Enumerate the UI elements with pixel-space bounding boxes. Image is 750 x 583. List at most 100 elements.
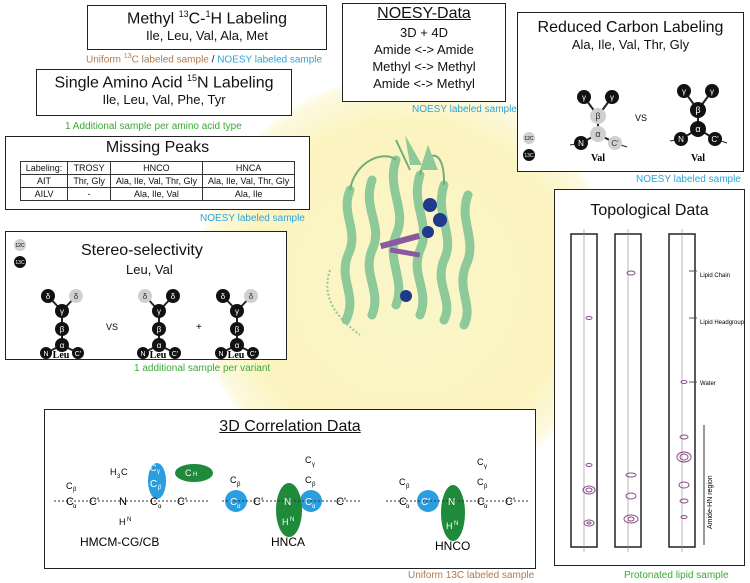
svg-text:γ: γ bbox=[582, 93, 586, 102]
single-aa-caption: 1 Additional sample per amino acid type bbox=[65, 121, 242, 132]
svg-text:C: C bbox=[185, 468, 192, 478]
missing-peaks-box: Missing Peaks Labeling: TROSY HNCO HNCA … bbox=[5, 136, 310, 210]
svg-text:Leu: Leu bbox=[228, 350, 245, 361]
svg-text:α: α bbox=[157, 341, 162, 350]
svg-text:C': C' bbox=[253, 496, 263, 508]
svg-text:C: C bbox=[305, 475, 312, 485]
stereo-title: Stereo-selectivity bbox=[81, 242, 203, 259]
single-aa-labeling-box: Single Amino Acid 15N Labeling Ile, Leu,… bbox=[36, 69, 292, 116]
svg-text:C: C bbox=[150, 496, 158, 508]
svg-text:N: N bbox=[578, 139, 584, 148]
svg-text:α: α bbox=[158, 504, 162, 510]
svg-text:C': C' bbox=[172, 351, 178, 358]
methyl-residues: Ile, Leu, Val, Ala, Met bbox=[146, 28, 268, 44]
stereo-residues: Leu, Val bbox=[126, 262, 173, 277]
svg-text:N: N bbox=[290, 517, 294, 523]
svg-text:C: C bbox=[305, 497, 312, 508]
correlation-title: 3D Correlation Data bbox=[219, 418, 361, 435]
svg-text:12C: 12C bbox=[524, 136, 534, 142]
svg-text:C': C' bbox=[75, 351, 81, 358]
svg-text:β: β bbox=[158, 485, 162, 491]
svg-text:VS: VS bbox=[106, 322, 118, 332]
svg-text:C': C' bbox=[89, 496, 99, 508]
svg-text:C: C bbox=[150, 463, 157, 473]
methyl-labeling-box: Methyl 13C-1H Labeling Ile, Leu, Val, Al… bbox=[87, 5, 327, 50]
svg-text:γ: γ bbox=[682, 87, 686, 96]
correlation-caption: Uniform 13C labeled sample bbox=[408, 570, 535, 581]
svg-text:12C: 12C bbox=[15, 243, 25, 249]
reduced-carbon-structures: γ γ β α N C' Val VS γ γ β α N C' Val bbox=[523, 84, 728, 164]
svg-text:γ: γ bbox=[484, 464, 487, 470]
svg-text:C: C bbox=[477, 496, 485, 508]
svg-text:HNCO: HNCO bbox=[435, 539, 470, 553]
reduced-carbon-box: Reduced Carbon Labeling Ala, Ile, Val, T… bbox=[517, 12, 744, 172]
methyl-title: Methyl 13C-1H Labeling bbox=[127, 9, 287, 28]
svg-text:C: C bbox=[66, 496, 74, 508]
svg-text:γ: γ bbox=[157, 469, 160, 475]
svg-text:N: N bbox=[284, 497, 291, 508]
val-structure-left: γ γ β α N C' Val bbox=[569, 90, 628, 164]
svg-text:γ: γ bbox=[235, 307, 239, 316]
val-structure-right: γ γ β α N C' Val bbox=[669, 84, 728, 164]
svg-text:N: N bbox=[119, 496, 127, 508]
svg-text:C: C bbox=[477, 477, 484, 487]
svg-text:β: β bbox=[695, 105, 700, 115]
svg-text:C: C bbox=[399, 496, 407, 508]
protein-structure-image bbox=[326, 135, 475, 336]
svg-text:C: C bbox=[66, 481, 73, 491]
svg-text:γ: γ bbox=[312, 462, 315, 468]
legend-12c-dot bbox=[523, 132, 535, 144]
missing-peaks-title: Missing Peaks bbox=[105, 139, 210, 156]
label-amide-region: Amide-HN region bbox=[707, 475, 714, 529]
svg-text:H: H bbox=[193, 472, 197, 478]
stereo-structures: 12C 13C δ δ γ β α N C' VS δ bbox=[14, 239, 259, 359]
svg-text:δ: δ bbox=[143, 292, 148, 301]
stereo-residue-labels bbox=[0, 0, 1, 1]
stereo-caption: 1 additional sample per variant bbox=[134, 363, 271, 374]
svg-text:Val: Val bbox=[591, 153, 605, 164]
noesy-caption: NOESY labeled sample bbox=[412, 104, 517, 115]
reduced-caption: NOESY labeled sample bbox=[636, 174, 741, 185]
reduced-title: Reduced Carbon Labeling bbox=[537, 19, 724, 36]
svg-text:C': C' bbox=[505, 496, 515, 508]
svg-text:δ: δ bbox=[249, 292, 254, 301]
leu-structure-2: δ δ γ β α N C' bbox=[137, 289, 181, 359]
label-lipid-headgroup: Lipid Headgroup bbox=[700, 320, 745, 326]
svg-text:Leu: Leu bbox=[150, 350, 167, 361]
noesy-data-box: NOESY-Data 3D + 4D Amide <-> Amide Methy… bbox=[342, 3, 506, 102]
svg-text:N: N bbox=[678, 135, 684, 144]
svg-text:C: C bbox=[230, 497, 237, 508]
svg-text:N: N bbox=[448, 497, 455, 508]
svg-text:β: β bbox=[312, 482, 316, 488]
leu-structure-1: δ δ γ β α N C' bbox=[40, 289, 84, 359]
svg-text:H: H bbox=[446, 521, 453, 531]
topological-title: Topological Data bbox=[590, 202, 709, 219]
svg-text:C: C bbox=[305, 455, 312, 465]
noesy-line-2: Methyl <-> Methyl bbox=[372, 59, 476, 74]
table-header-row: Labeling: TROSY HNCO HNCA bbox=[19, 161, 296, 175]
svg-text:δ: δ bbox=[46, 292, 51, 301]
svg-text:α: α bbox=[73, 504, 77, 510]
svg-text:γ: γ bbox=[610, 93, 614, 102]
svg-text:γ: γ bbox=[60, 307, 64, 316]
svg-text:α: α bbox=[235, 341, 240, 350]
nmr-peaks bbox=[582, 270, 692, 527]
svg-text:α: α bbox=[406, 504, 410, 510]
svg-text:C: C bbox=[121, 467, 128, 477]
svg-text:γ: γ bbox=[710, 87, 714, 96]
svg-text:13C: 13C bbox=[524, 153, 534, 159]
reduced-residues: Ala, Ile, Val, Thr, Gly bbox=[571, 37, 690, 52]
svg-text:β: β bbox=[237, 482, 241, 488]
svg-text:Leu: Leu bbox=[53, 350, 70, 361]
label-lipid-chain: Lipid Chain bbox=[700, 273, 730, 279]
noesy-line-1: Amide <-> Amide bbox=[374, 42, 474, 57]
svg-text:C': C' bbox=[421, 497, 430, 508]
noesy-line-0: 3D + 4D bbox=[399, 25, 449, 40]
svg-text:C': C' bbox=[177, 496, 187, 508]
svg-text:H: H bbox=[110, 467, 117, 477]
svg-text:H: H bbox=[119, 517, 126, 527]
topological-caption: Protonated lipid sample bbox=[624, 570, 729, 581]
svg-text:N: N bbox=[127, 517, 131, 523]
svg-text:β: β bbox=[157, 325, 162, 334]
